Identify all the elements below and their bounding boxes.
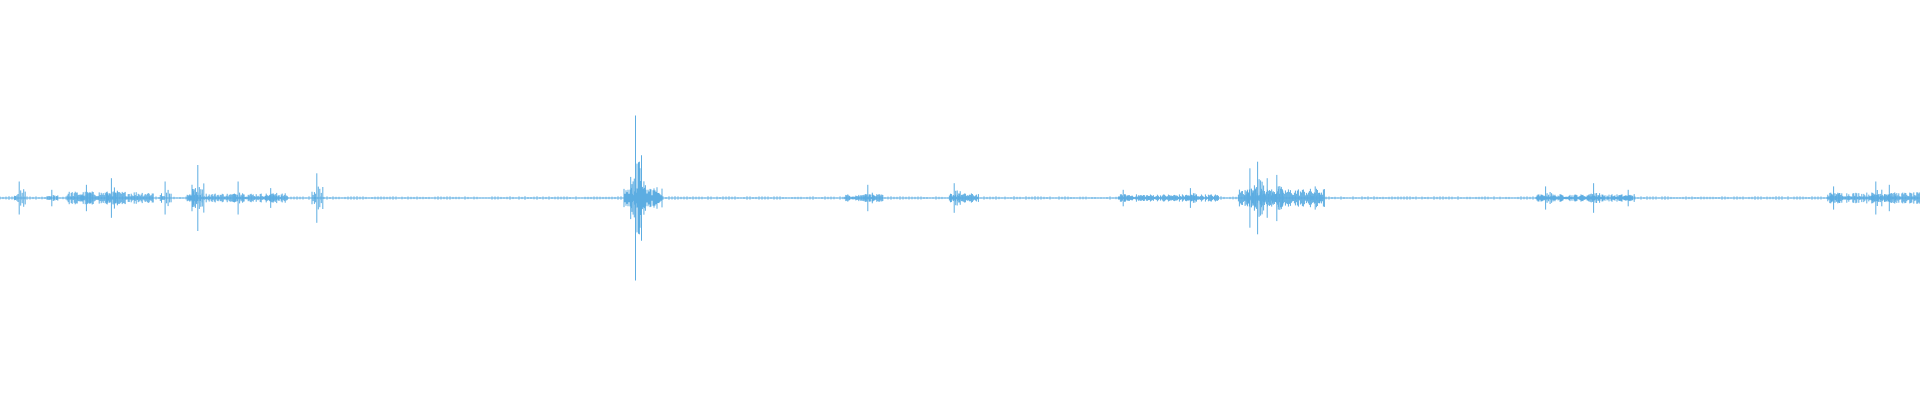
waveform-samples (0, 115, 1920, 281)
